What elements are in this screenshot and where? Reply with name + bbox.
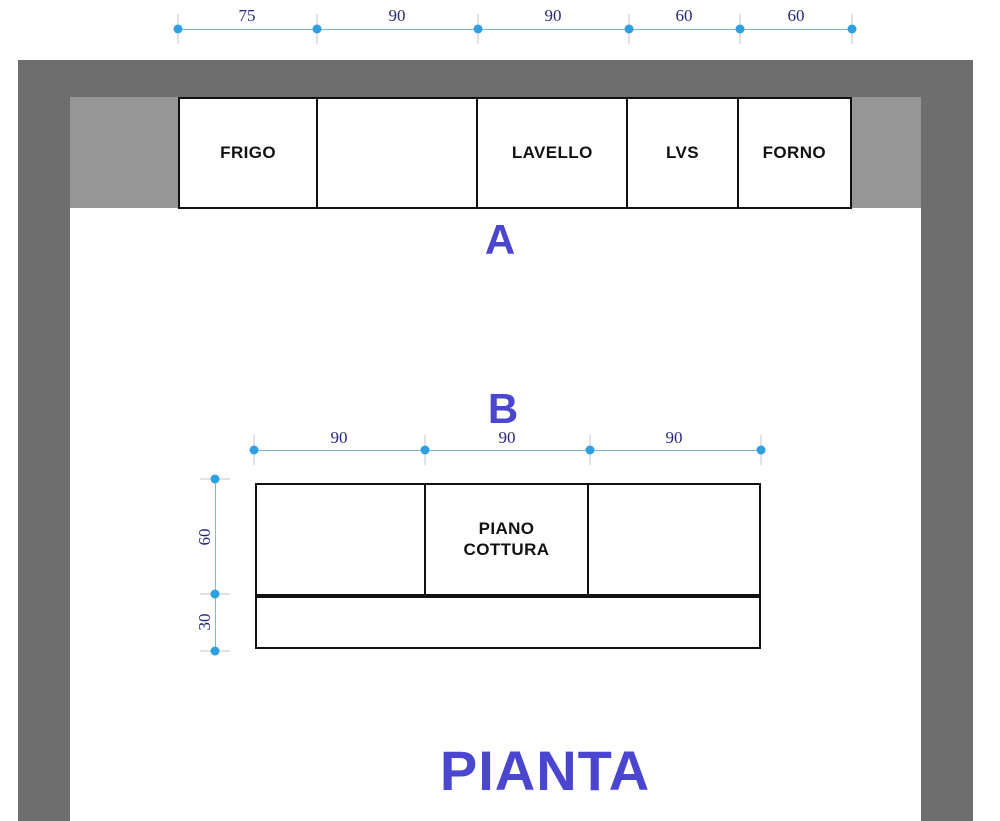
dimension-point[interactable] [624, 24, 634, 34]
cabinet-label: LAVELLO [511, 142, 593, 162]
section-label-b: B [487, 385, 519, 432]
dimension-point[interactable] [847, 24, 857, 34]
dimension-point[interactable] [210, 589, 220, 599]
wall-b-upper-row: PIANO COTTURA [255, 483, 761, 596]
dimension-point[interactable] [249, 445, 259, 455]
dimension-point[interactable] [585, 445, 595, 455]
cabinet-lavello[interactable]: LAVELLO [478, 99, 629, 207]
dimension-point[interactable] [756, 445, 766, 455]
wall-left [18, 60, 70, 821]
wall-filler-left [70, 97, 180, 208]
dimension-line-bar [215, 479, 216, 651]
drawing-title: PIANTA [439, 739, 651, 802]
wall-filler-right [850, 97, 921, 208]
dimension-point[interactable] [312, 24, 322, 34]
cabinet-label: FRIGO [220, 142, 276, 162]
cabinet-lower-full[interactable] [257, 598, 759, 647]
dimension-label-90: 90 [330, 428, 348, 447]
dimension-label-60: 60 [675, 6, 693, 25]
section-label-a: A [484, 216, 516, 263]
wall-a-cabinet-row: FRIGO LAVELLO LVS FORNO [178, 97, 852, 209]
dimension-label-90: 90 [544, 6, 562, 25]
cabinet-empty-1[interactable] [318, 99, 479, 207]
cabinet-empty-2[interactable] [257, 485, 426, 594]
dimension-point[interactable] [210, 646, 220, 656]
dimension-line-bar [254, 450, 761, 451]
dimension-label-30: 30 [195, 613, 214, 631]
dimension-label-75: 75 [238, 6, 256, 25]
dimension-label-60: 60 [787, 6, 805, 25]
cabinet-piano-cottura[interactable]: PIANO COTTURA [425, 485, 590, 594]
dimension-label-90: 90 [665, 428, 683, 447]
cabinet-frigo[interactable]: FRIGO [180, 99, 319, 207]
wall-top [18, 60, 973, 97]
cabinet-label: PIANO COTTURA [463, 519, 550, 559]
dimension-point[interactable] [420, 445, 430, 455]
dimension-point[interactable] [473, 24, 483, 34]
dimension-label-90: 90 [388, 6, 406, 25]
dimension-point[interactable] [210, 474, 220, 484]
dimension-line-bar [178, 29, 852, 30]
cabinet-lvs[interactable]: LVS [628, 99, 739, 207]
cabinet-empty-3[interactable] [589, 485, 759, 594]
dimension-point[interactable] [735, 24, 745, 34]
dimension-point[interactable] [173, 24, 183, 34]
dimension-label-90: 90 [498, 428, 516, 447]
dimension-label-60: 60 [195, 528, 214, 546]
cabinet-label: LVS [665, 142, 699, 162]
wall-right [921, 60, 973, 821]
wall-b-lower-row[interactable] [255, 596, 761, 649]
cabinet-label: FORNO [762, 142, 827, 162]
cabinet-forno[interactable]: FORNO [738, 99, 850, 207]
